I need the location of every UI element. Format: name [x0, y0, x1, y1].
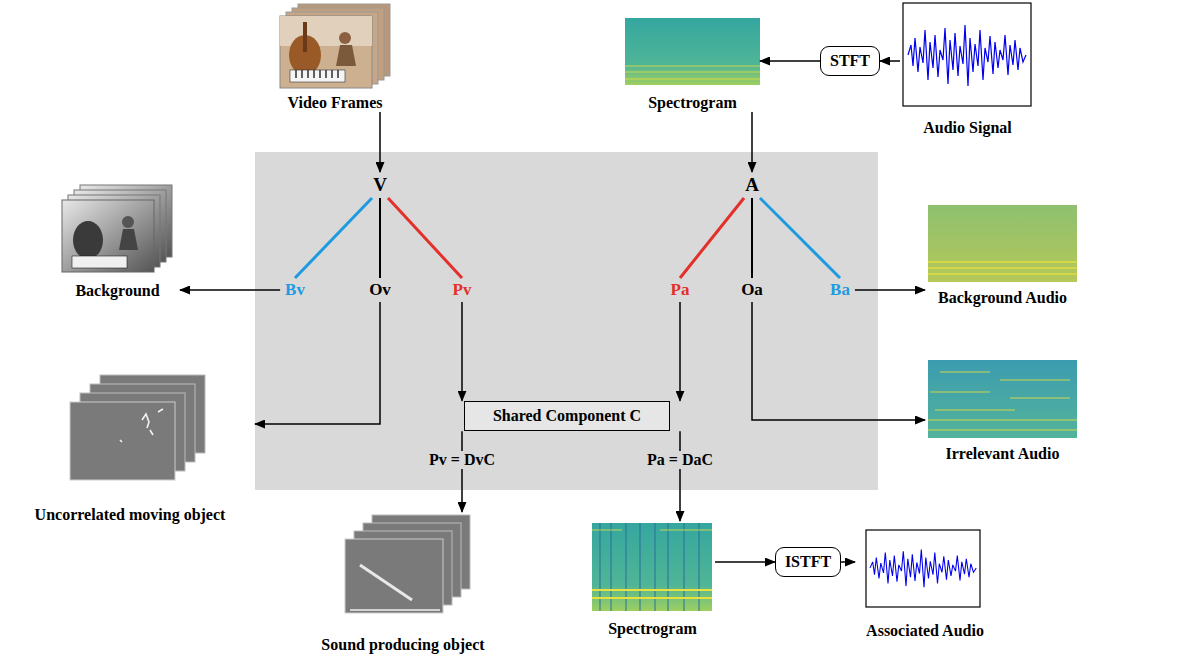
node-label: Pa — [671, 280, 690, 299]
node-label: Irrelevant Audio — [946, 445, 1060, 463]
uncorrelated-object-frames-picture — [70, 375, 205, 480]
component-symbol: Pa — [666, 278, 695, 302]
flow-arrow — [255, 302, 380, 424]
image-node: Audio Signal — [900, 0, 1035, 137]
node-label: Ov — [369, 280, 391, 299]
matrix-symbol: A — [740, 172, 764, 198]
shared-component-box: Shared Component C — [464, 401, 670, 431]
decomposition-line — [680, 198, 744, 278]
node-label: Sound producing object — [321, 636, 484, 654]
flow-arrow — [855, 289, 925, 291]
process-box: STFT — [820, 46, 880, 76]
node-label: Oa — [741, 280, 763, 299]
node-label: Ba — [830, 280, 850, 299]
node-label: Spectrogram — [648, 94, 737, 112]
node-label: STFT — [830, 52, 870, 69]
image-node: Spectrogram — [590, 521, 715, 638]
video-frames-picture — [280, 4, 390, 88]
node-label: Audio Signal — [923, 119, 1011, 137]
decomposition-line — [295, 198, 372, 278]
grey-panel — [255, 152, 878, 490]
process-box: ISTFT — [775, 547, 841, 577]
flow-arrow — [760, 60, 820, 62]
image-node: Associated Audio — [855, 528, 995, 640]
image-node: Irrelevant Audio — [925, 358, 1080, 463]
image-node: Uncorrelated moving object — [5, 372, 255, 524]
background-frames-picture — [62, 185, 172, 272]
image-node: Background Audio — [925, 203, 1080, 307]
node-label: Spectrogram — [608, 620, 697, 638]
node-label: Shared Component C — [493, 407, 641, 424]
flow-arrow — [180, 289, 280, 291]
matrix-symbol: V — [368, 172, 392, 198]
flow-arrow — [679, 431, 681, 521]
node-label: Pv — [453, 280, 472, 299]
associated-audio-picture — [866, 530, 980, 607]
node-label: A — [745, 174, 759, 195]
component-symbol: Pv — [448, 278, 477, 302]
flow-arrow — [379, 112, 381, 172]
node-label: Video Frames — [288, 94, 383, 112]
image-node: Background — [55, 183, 180, 300]
component-symbol: Ba — [825, 278, 855, 302]
decomposition-line — [379, 198, 381, 278]
equation: Pa = DaC — [643, 451, 717, 469]
irrelevant-audio-spectrogram-picture — [928, 360, 1077, 438]
component-symbol: Bv — [280, 278, 310, 302]
flow-arrow — [751, 112, 753, 172]
flow-arrow — [880, 60, 900, 62]
node-label: ISTFT — [785, 553, 831, 570]
equation: Pv = DvC — [425, 451, 499, 469]
decomposition-line — [388, 198, 462, 278]
spectrogram-picture — [625, 18, 760, 85]
sound-producing-object-frames-picture — [345, 515, 470, 613]
flow-arrow — [841, 561, 855, 563]
image-node: Sound producing object — [303, 512, 503, 654]
node-label: Background — [75, 282, 159, 300]
flow-arrow — [679, 302, 681, 401]
component-symbol: Ov — [364, 278, 396, 302]
flow-arrow — [752, 302, 925, 420]
node-label: Associated Audio — [866, 622, 984, 640]
flow-arrow — [715, 561, 775, 563]
associated-spectrogram-picture — [592, 523, 712, 611]
background-audio-spectrogram-picture — [928, 205, 1077, 282]
audio-signal-picture — [903, 3, 1031, 106]
component-symbol: Oa — [736, 278, 768, 302]
node-label: V — [373, 174, 387, 195]
node-label: Uncorrelated moving object — [35, 506, 226, 524]
image-node: Video Frames — [275, 2, 395, 112]
decomposition-line — [760, 198, 840, 278]
flow-arrow — [461, 302, 463, 401]
flow-arrow — [461, 431, 463, 512]
image-node: Spectrogram — [625, 16, 760, 112]
decomposition-line — [751, 198, 753, 278]
node-label: Bv — [285, 280, 305, 299]
node-label: Background Audio — [938, 289, 1067, 307]
